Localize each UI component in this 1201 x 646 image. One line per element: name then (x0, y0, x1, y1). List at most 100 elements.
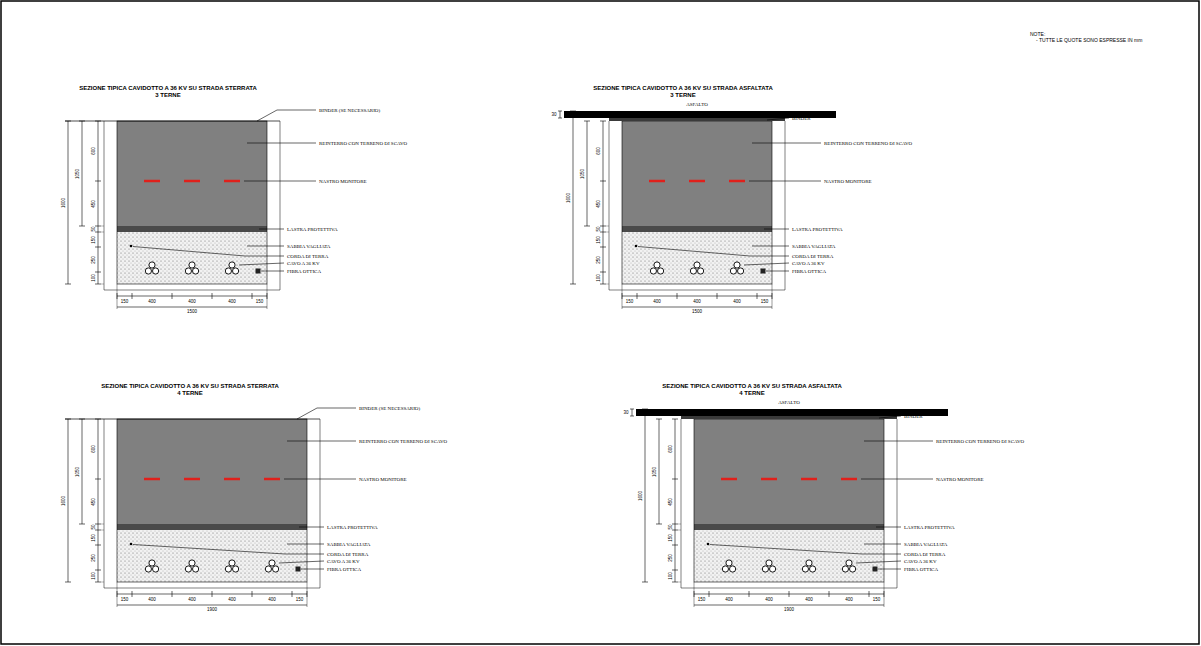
callout-label: NASTRO MONITORE (359, 477, 407, 482)
callout-label: REINTERRO CON TERRENO DI SCAVO (936, 439, 1024, 444)
sifted-sand (117, 232, 267, 284)
warning-tape (144, 180, 160, 183)
dimension-tick (829, 591, 830, 597)
callout-label: NASTRO MONITORE (936, 477, 984, 482)
fibre-optic-duct (256, 269, 261, 274)
warning-tape (144, 478, 160, 481)
cable-core (698, 268, 704, 274)
extension-line (101, 284, 104, 285)
dimension-tick (79, 419, 85, 420)
dimension-tick (672, 545, 678, 546)
dimension-tick (772, 293, 773, 299)
leader-line (864, 441, 933, 442)
backfill-soil (117, 419, 307, 524)
callout-label: CAVO A 36 KV (792, 261, 825, 266)
warning-tape (224, 478, 240, 481)
leader-line (261, 271, 284, 272)
binder-layer (609, 118, 785, 121)
extension-line (884, 582, 885, 607)
cable-core (233, 566, 239, 572)
dimension-tick (95, 226, 101, 227)
leader-line (744, 263, 789, 265)
dimension-line (632, 409, 633, 416)
dimension-line (560, 111, 561, 118)
cable-core (269, 560, 275, 566)
warning-tape (184, 478, 200, 481)
cable-core (185, 268, 191, 274)
dimension-value: 100 (669, 572, 674, 580)
trench-outline (622, 121, 772, 284)
dimension-value: 150 (121, 597, 129, 602)
warning-tape (721, 478, 737, 481)
cable-core (694, 262, 700, 268)
ground-line (65, 419, 320, 420)
cable-core (273, 566, 279, 572)
dimension-tick (570, 111, 576, 112)
cable-core (770, 566, 776, 572)
section-title: 3 TERNE (670, 92, 695, 98)
dimension-tick (95, 284, 101, 285)
dimension-line (68, 419, 69, 582)
extension-line (606, 232, 609, 233)
dimension-tick (630, 409, 634, 410)
leader-line (279, 561, 324, 563)
dimension-tick (656, 524, 662, 525)
leader-line (876, 527, 901, 528)
dimension-line (117, 307, 267, 308)
dimension-tick (694, 591, 695, 597)
dimension-value: 450 (597, 200, 602, 208)
cable-core (149, 560, 155, 566)
callout-label: REINTERRO CON TERRENO DI SCAVO (359, 439, 447, 444)
dimension-tick (656, 419, 662, 420)
warning-tape (761, 478, 777, 481)
cable-core (726, 560, 732, 566)
dimension-value: 30 (551, 112, 556, 117)
leader-line (764, 229, 789, 230)
warning-tape (264, 478, 280, 481)
dimension-line (82, 121, 83, 226)
callout-label: ASFALTO (686, 102, 708, 107)
leader-line (239, 263, 284, 265)
cable-core (225, 566, 231, 572)
dimension-value: 150 (873, 597, 881, 602)
trench-outline (117, 419, 307, 582)
callout-label: CORDA DI TERRA (327, 552, 368, 557)
callout-label: FIBRA OTTICA (287, 269, 321, 274)
extension-line (678, 530, 681, 531)
dimension-tick (95, 545, 101, 546)
callout-label: LASTRA PROTETTIVA (904, 525, 955, 530)
dimension-tick (558, 111, 562, 112)
dimension-value: 50 (669, 524, 674, 529)
sifted-sand (117, 530, 307, 582)
dimension-tick (95, 181, 101, 182)
dimension-value: 150 (626, 299, 634, 304)
callout-label: FIBRA OTTICA (792, 269, 826, 274)
cable-core (810, 566, 816, 572)
dimension-value: 1600 (567, 192, 572, 202)
dimension-value: 150 (296, 597, 304, 602)
leader-line (284, 479, 356, 480)
dimension-value: 400 (148, 299, 156, 304)
dimension-tick (558, 118, 562, 119)
dimension-tick (789, 591, 790, 597)
dimension-value: 400 (268, 597, 276, 602)
earth-rope (707, 543, 710, 546)
earth-rope (130, 245, 133, 248)
callout-label: LASTRA PROTETTIVA (287, 227, 338, 232)
dimension-value: 100 (597, 274, 602, 282)
callout-label: FIBRA OTTICA (904, 567, 938, 572)
cable-core (806, 560, 812, 566)
section-title: 4 TERNE (739, 390, 764, 396)
dimension-tick (672, 582, 678, 583)
dimension-value: 450 (92, 498, 97, 506)
dimension-tick (65, 582, 71, 583)
sifted-sand (622, 232, 772, 284)
fibre-optic-duct (873, 567, 878, 572)
section-title: SEZIONE TIPICA CAVIDOTTO A 36 KV SU STRA… (662, 383, 842, 389)
extension-line (678, 582, 681, 583)
protective-slab (117, 226, 267, 232)
dimension-value: 400 (653, 299, 661, 304)
callout-label: ASFALTO (778, 400, 800, 405)
dimension-value: 250 (597, 256, 602, 264)
note-text: NOTE: (1030, 32, 1045, 37)
